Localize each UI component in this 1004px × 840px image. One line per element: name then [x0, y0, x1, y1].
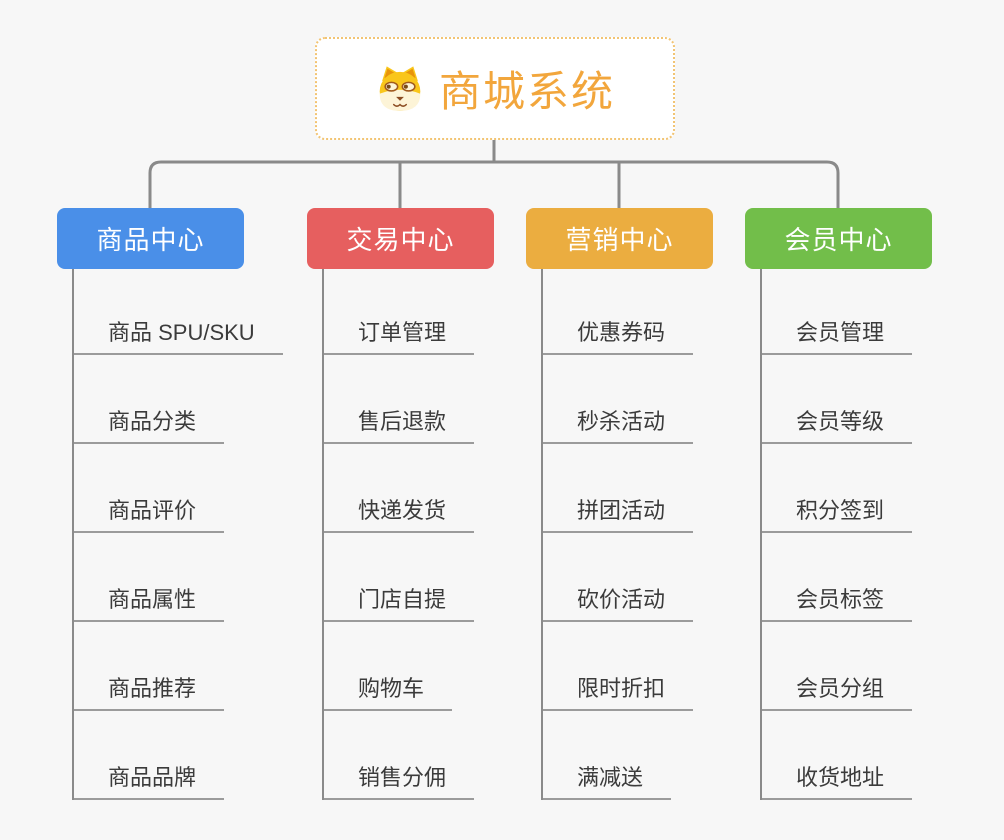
- child-node[interactable]: 商品 SPU/SKU: [74, 269, 283, 355]
- child-node-label: 限时折扣: [543, 671, 694, 711]
- child-node[interactable]: 商品属性: [74, 533, 283, 622]
- child-node[interactable]: 优惠券码: [543, 269, 694, 355]
- child-node[interactable]: 收货地址: [762, 711, 913, 800]
- branch-node-label: 营销中心: [565, 225, 674, 255]
- child-node-label: 会员管理: [762, 315, 913, 355]
- child-node-label: 商品属性: [74, 582, 225, 622]
- child-node-label: 秒杀活动: [543, 404, 694, 444]
- child-node[interactable]: 积分签到: [762, 444, 913, 533]
- branch-node-trade-center[interactable]: 交易中心: [307, 208, 494, 269]
- child-node[interactable]: 商品品牌: [74, 711, 283, 800]
- child-node-label: 会员等级: [762, 404, 913, 444]
- child-node-label: 会员分组: [762, 671, 913, 711]
- root-node-title: 商城系统: [438, 68, 615, 115]
- child-node-label: 拼团活动: [543, 493, 694, 533]
- branch-node-label: 会员中心: [784, 225, 893, 255]
- root-node[interactable]: 商城系统: [315, 37, 675, 140]
- child-node[interactable]: 拼团活动: [543, 444, 694, 533]
- child-node-label: 砍价活动: [543, 582, 694, 622]
- child-node[interactable]: 会员分组: [762, 622, 913, 711]
- branch-children-marketing: 优惠券码 秒杀活动 拼团活动 砍价活动 限时折扣 满减送: [541, 269, 694, 800]
- child-node[interactable]: 售后退款: [324, 355, 475, 444]
- child-node-label: 门店自提: [324, 582, 475, 622]
- child-node[interactable]: 门店自提: [324, 533, 475, 622]
- branch-children-trade: 订单管理 售后退款 快递发货 门店自提 购物车 销售分佣: [322, 269, 475, 800]
- child-node[interactable]: 销售分佣: [324, 711, 475, 800]
- branch-node-product-center[interactable]: 商品中心: [57, 208, 244, 269]
- child-node-label: 售后退款: [324, 404, 475, 444]
- child-node-label: 商品推荐: [74, 671, 225, 711]
- branch-node-marketing-center[interactable]: 营销中心: [526, 208, 713, 269]
- branch-node-member-center[interactable]: 会员中心: [745, 208, 932, 269]
- child-node-label: 商品品牌: [74, 760, 225, 800]
- child-node[interactable]: 会员管理: [762, 269, 913, 355]
- child-node-label: 优惠券码: [543, 315, 694, 355]
- child-node[interactable]: 砍价活动: [543, 533, 694, 622]
- child-node[interactable]: 会员标签: [762, 533, 913, 622]
- child-node[interactable]: 购物车: [324, 622, 474, 711]
- child-node-label: 销售分佣: [324, 760, 475, 800]
- child-node-label: 满减送: [543, 760, 672, 800]
- child-node[interactable]: 商品分类: [74, 355, 283, 444]
- child-node-label: 积分签到: [762, 493, 913, 533]
- child-node-label: 会员标签: [762, 582, 913, 622]
- child-node-label: 商品评价: [74, 493, 225, 533]
- child-node[interactable]: 满减送: [543, 711, 693, 800]
- child-node-label: 商品分类: [74, 404, 225, 444]
- child-node[interactable]: 商品评价: [74, 444, 283, 533]
- branch-node-label: 交易中心: [346, 225, 455, 255]
- child-node[interactable]: 秒杀活动: [543, 355, 694, 444]
- child-node-label: 订单管理: [324, 315, 475, 355]
- child-node[interactable]: 快递发货: [324, 444, 475, 533]
- branch-node-label: 商品中心: [96, 225, 205, 255]
- child-node-label: 购物车: [324, 671, 453, 711]
- child-node[interactable]: 订单管理: [324, 269, 475, 355]
- child-node-label: 商品 SPU/SKU: [74, 315, 283, 355]
- child-node[interactable]: 会员等级: [762, 355, 913, 444]
- dog-face-icon: [375, 64, 425, 114]
- child-node[interactable]: 限时折扣: [543, 622, 694, 711]
- child-node-label: 快递发货: [324, 493, 475, 533]
- branch-children-product: 商品 SPU/SKU 商品分类 商品评价 商品属性 商品推荐 商品品牌: [72, 269, 283, 800]
- child-node-label: 收货地址: [762, 760, 913, 800]
- child-node[interactable]: 商品推荐: [74, 622, 283, 711]
- branch-children-member: 会员管理 会员等级 积分签到 会员标签 会员分组 收货地址: [760, 269, 913, 800]
